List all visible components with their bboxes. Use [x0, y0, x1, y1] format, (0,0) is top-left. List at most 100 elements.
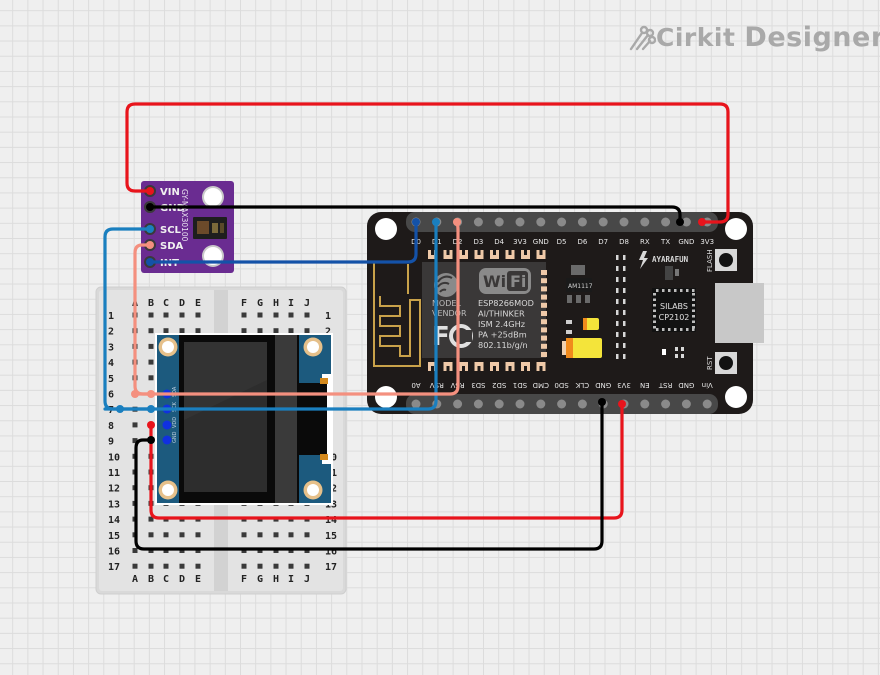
wire-sensor-int[interactable] [148, 220, 418, 264]
breadboard-hole[interactable] [132, 563, 138, 569]
breadboard-hole[interactable] [132, 438, 138, 444]
esp-top-pin[interactable] [681, 217, 691, 227]
wire-endpoint[interactable] [146, 241, 154, 249]
wire-endpoint[interactable] [698, 218, 706, 226]
breadboard-hole[interactable] [241, 328, 247, 334]
breadboard-hole[interactable] [179, 532, 185, 538]
breadboard-hole[interactable] [288, 312, 294, 318]
breadboard-hole[interactable] [241, 532, 247, 538]
breadboard-hole[interactable] [148, 516, 154, 522]
breadboard-hole[interactable] [148, 312, 154, 318]
breadboard-hole[interactable] [163, 563, 169, 569]
wire-endpoint[interactable] [598, 398, 606, 406]
breadboard-hole[interactable] [288, 532, 294, 538]
wire-endpoint[interactable] [412, 218, 420, 226]
esp-bottom-pin[interactable] [453, 399, 463, 409]
wire-endpoint[interactable] [116, 405, 124, 413]
wire-vin-3v3[interactable] [125, 102, 730, 224]
esp-bottom-pin[interactable] [473, 399, 483, 409]
breadboard-hole[interactable] [148, 359, 154, 365]
breadboard-hole[interactable] [163, 312, 169, 318]
breadboard-hole[interactable] [132, 422, 138, 428]
breadboard-hole[interactable] [273, 328, 279, 334]
wire-endpoint[interactable] [131, 390, 139, 398]
breadboard-hole[interactable] [304, 312, 310, 318]
esp-top-pin[interactable] [640, 217, 650, 227]
oled-pin-vdd[interactable] [162, 420, 172, 430]
breadboard-hole[interactable] [179, 328, 185, 334]
wire-endpoint[interactable] [146, 203, 154, 211]
wire-endpoint[interactable] [147, 390, 155, 398]
esp-top-pin[interactable] [557, 217, 567, 227]
esp-top-pin[interactable] [577, 217, 587, 227]
breadboard-hole[interactable] [132, 548, 138, 553]
esp-bottom-pin[interactable] [536, 399, 546, 409]
wire-endpoint[interactable] [146, 187, 154, 195]
breadboard-hole[interactable] [257, 312, 263, 318]
wire-endpoint[interactable] [147, 436, 155, 444]
breadboard-hole[interactable] [148, 343, 154, 349]
breadboard-hole[interactable] [148, 532, 154, 538]
esp-bottom-pin[interactable] [557, 399, 567, 409]
esp-bottom-pin[interactable] [661, 399, 671, 409]
wire-sensor-gnd[interactable] [148, 205, 682, 224]
esp-bottom-pin[interactable] [494, 399, 504, 409]
wire-endpoint[interactable] [146, 225, 154, 233]
breadboard-hole[interactable] [273, 312, 279, 318]
breadboard-hole[interactable] [195, 563, 201, 569]
breadboard-hole[interactable] [257, 532, 263, 538]
wire-sensor-scl[interactable] [103, 220, 438, 411]
micro-usb-port[interactable] [715, 283, 764, 343]
esp-bottom-pin[interactable] [640, 399, 650, 409]
breadboard-hole[interactable] [257, 328, 263, 334]
breadboard-hole[interactable] [304, 328, 310, 334]
wire-endpoint[interactable] [147, 421, 155, 429]
esp-bottom-pin[interactable] [681, 399, 691, 409]
breadboard-hole[interactable] [257, 563, 263, 569]
breadboard-hole[interactable] [273, 532, 279, 538]
esp-top-pin[interactable] [598, 217, 608, 227]
breadboard-hole[interactable] [195, 328, 201, 334]
breadboard-hole[interactable] [148, 563, 154, 569]
wire-endpoint[interactable] [147, 405, 155, 413]
breadboard-hole[interactable] [148, 375, 154, 381]
breadboard-hole[interactable] [241, 312, 247, 318]
breadboard-hole[interactable] [304, 563, 310, 569]
wire-endpoint[interactable] [146, 258, 154, 266]
breadboard-hole[interactable] [179, 563, 185, 569]
wire-endpoint[interactable] [676, 218, 684, 226]
wire-endpoint[interactable] [432, 218, 440, 226]
breadboard-hole[interactable] [288, 328, 294, 334]
breadboard-hole[interactable] [195, 532, 201, 538]
esp-bottom-pin[interactable] [515, 399, 525, 409]
wire-oled-vdd[interactable] [149, 402, 624, 520]
wire-oled-gnd[interactable] [134, 400, 604, 551]
breadboard-hole[interactable] [163, 328, 169, 334]
esp-bottom-pin[interactable] [577, 399, 587, 409]
breadboard-hole[interactable] [273, 563, 279, 569]
esp-top-pin[interactable] [661, 217, 671, 227]
esp-bottom-pin[interactable] [702, 399, 712, 409]
esp-top-pin[interactable] [536, 217, 546, 227]
breadboard-hole[interactable] [148, 328, 154, 334]
breadboard-hole[interactable] [241, 563, 247, 569]
breadboard-hole[interactable] [288, 563, 294, 569]
oled-pin-gnd[interactable] [162, 435, 172, 445]
flash-button[interactable]: FLASH [706, 249, 737, 272]
esp-top-pin[interactable] [619, 217, 629, 227]
rst-button[interactable]: RST [706, 352, 737, 374]
breadboard-hole[interactable] [304, 532, 310, 538]
breadboard-hole[interactable] [195, 312, 201, 318]
breadboard-hole[interactable] [179, 312, 185, 318]
esp-top-pin[interactable] [494, 217, 504, 227]
esp-top-pin[interactable] [515, 217, 525, 227]
wire-endpoint[interactable] [618, 400, 626, 408]
wire-endpoint[interactable] [453, 218, 461, 226]
wires[interactable] [103, 102, 730, 551]
esp-bottom-pin[interactable] [411, 399, 421, 409]
breadboard-hole[interactable] [163, 532, 169, 538]
